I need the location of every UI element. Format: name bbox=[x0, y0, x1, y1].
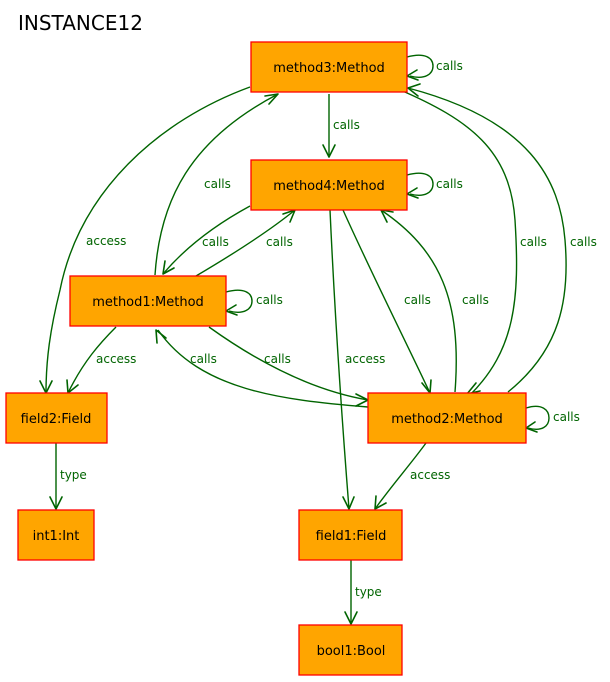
edge-m3-m4: calls bbox=[322, 94, 360, 158]
edge-label: calls bbox=[570, 235, 597, 249]
node-method4[interactable]: method4:Method bbox=[250, 159, 408, 211]
edge-m2-m1: calls bbox=[155, 329, 369, 408]
edge-label: calls bbox=[436, 59, 463, 73]
node-label: field2:Field bbox=[21, 412, 92, 427]
edge-m2-m3: calls bbox=[407, 83, 597, 393]
diagram-title: INSTANCE12 bbox=[18, 11, 143, 35]
edge-label: calls bbox=[333, 118, 360, 132]
edge-field1-bool1: type bbox=[344, 560, 382, 625]
edge-label: type bbox=[355, 585, 382, 599]
node-bool1[interactable]: bool1:Bool bbox=[298, 624, 403, 676]
edge-label: calls bbox=[190, 352, 217, 366]
edge-m3-self: calls bbox=[406, 54, 463, 81]
edge-m2-self: calls bbox=[525, 405, 580, 433]
edge-m2-field1: access bbox=[374, 442, 450, 510]
edge-label: calls bbox=[404, 293, 431, 307]
edge-label: type bbox=[60, 468, 87, 482]
edge-m1-field2: access bbox=[66, 326, 136, 394]
edge-label: calls bbox=[462, 293, 489, 307]
node-label: method4:Method bbox=[273, 179, 385, 194]
edge-m3-field2: access bbox=[39, 86, 251, 394]
edge-m1-m3: calls bbox=[154, 93, 279, 276]
edge-label: access bbox=[96, 352, 136, 366]
edge-label: access bbox=[410, 468, 450, 482]
node-label: method1:Method bbox=[92, 295, 204, 310]
node-int1[interactable]: int1:Int bbox=[17, 509, 95, 561]
edge-m4-m1: calls bbox=[162, 205, 251, 275]
edge-m3-m2: calls bbox=[397, 88, 547, 396]
node-label: method2:Method bbox=[391, 412, 503, 427]
edge-label: access bbox=[86, 234, 126, 248]
node-field2[interactable]: field2:Field bbox=[5, 392, 108, 444]
edge-label: calls bbox=[436, 177, 463, 191]
node-label: bool1:Bool bbox=[317, 644, 386, 659]
node-label: field1:Field bbox=[316, 529, 387, 544]
edge-label: access bbox=[345, 352, 385, 366]
edge-label: calls bbox=[266, 235, 293, 249]
edge-m1-m2: calls bbox=[208, 326, 369, 407]
node-method3[interactable]: method3:Method bbox=[250, 41, 408, 93]
edge-label: calls bbox=[520, 235, 547, 249]
edge-m4-self: calls bbox=[406, 172, 463, 199]
edge-m1-self: calls bbox=[225, 289, 283, 316]
node-field1[interactable]: field1:Field bbox=[298, 509, 403, 561]
node-label: method3:Method bbox=[273, 61, 385, 76]
node-method1[interactable]: method1:Method bbox=[69, 275, 227, 327]
edge-m2-m4: calls bbox=[380, 209, 489, 393]
edge-field2-int1: type bbox=[49, 443, 87, 510]
edge-m4-field1: access bbox=[329, 209, 385, 510]
edge-label: calls bbox=[202, 235, 229, 249]
edge-label: calls bbox=[264, 352, 291, 366]
node-method2[interactable]: method2:Method bbox=[367, 392, 527, 444]
node-label: int1:Int bbox=[33, 529, 80, 544]
edge-label: calls bbox=[256, 293, 283, 307]
edge-label: calls bbox=[553, 410, 580, 424]
edge-label: calls bbox=[204, 177, 231, 191]
